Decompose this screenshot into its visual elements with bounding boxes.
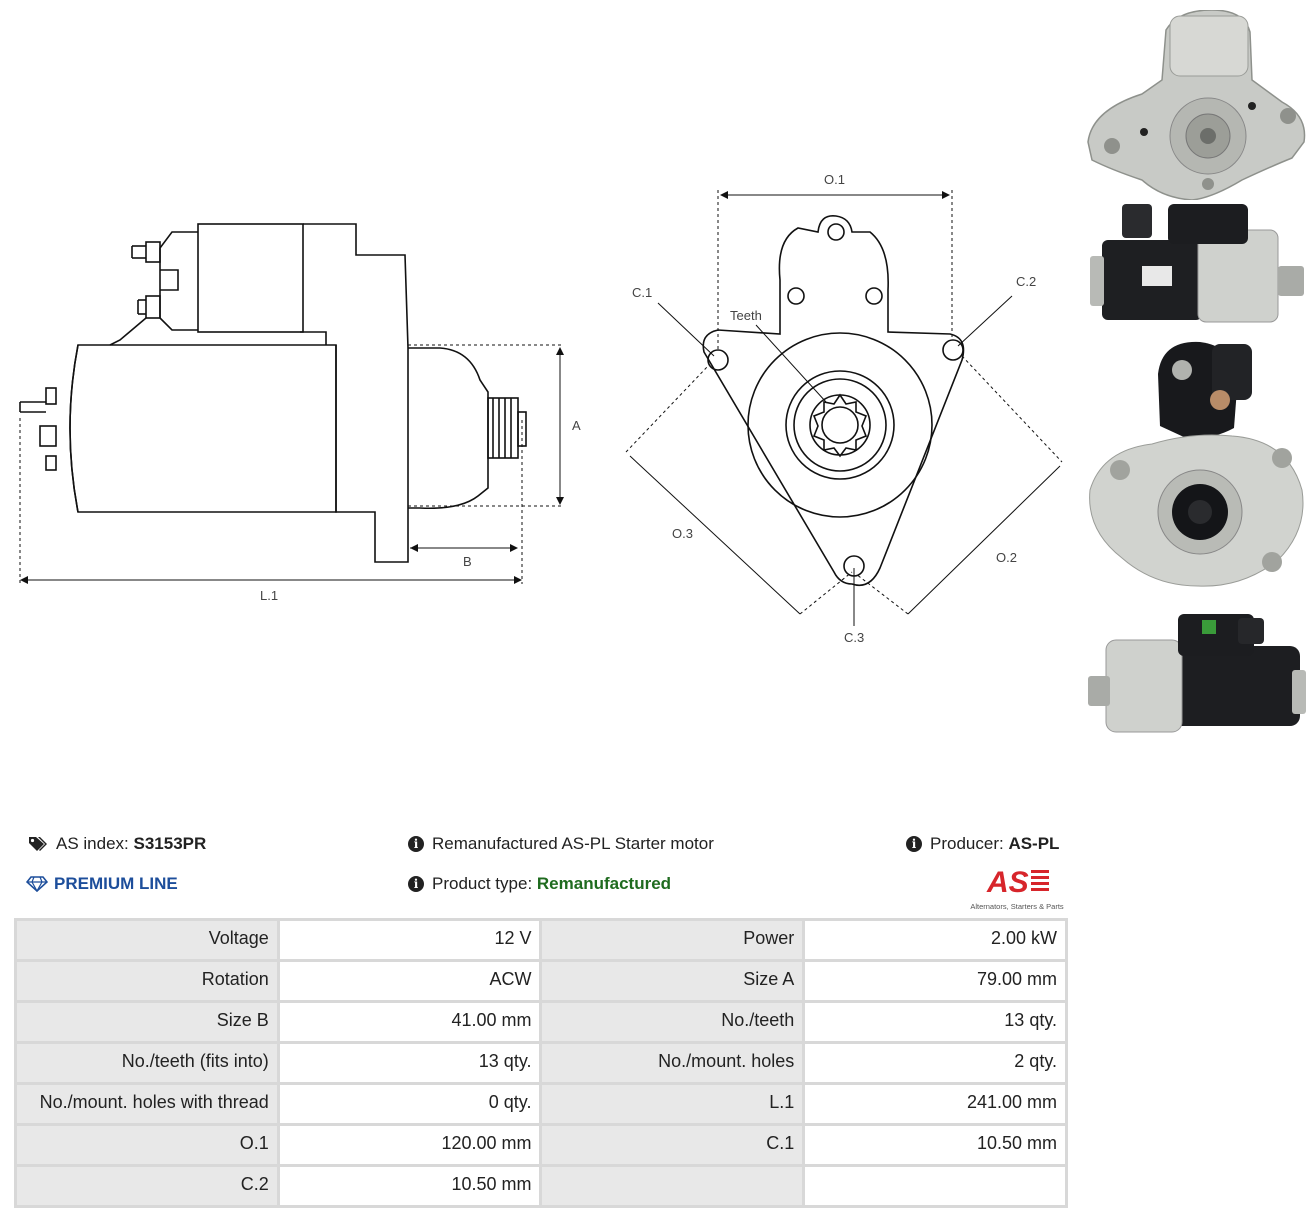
photo-rear-view[interactable] — [1082, 340, 1310, 588]
product-type-value: Remanufactured — [536, 874, 672, 893]
spec-key: No./teeth — [539, 1000, 806, 1044]
spec-value: 0 qty. — [276, 1082, 543, 1126]
spec-value: 13 qty. — [802, 1000, 1068, 1044]
spec-value: 10.50 mm — [276, 1164, 543, 1208]
as-index-row: AS index: S3153PR — [28, 834, 206, 854]
dim-label-o3: O.3 — [672, 526, 693, 541]
spec-value: 41.00 mm — [276, 1000, 543, 1044]
spec-key: No./mount. holes with thread — [14, 1082, 280, 1126]
producer-row: i Producer: AS-PL — [906, 834, 1059, 854]
spec-key: No./teeth (fits into) — [14, 1041, 280, 1085]
dim-label-a: A — [572, 418, 581, 433]
tags-icon — [28, 836, 48, 852]
info-icon: i — [408, 876, 424, 892]
spec-key: C.1 — [539, 1123, 806, 1167]
spec-value: 12 V — [276, 918, 543, 962]
as-index-label: AS index: — [56, 834, 129, 853]
premium-line-label: PREMIUM LINE — [54, 874, 178, 893]
spec-key: C.2 — [14, 1164, 280, 1208]
spec-key: Power — [539, 918, 806, 962]
spec-key: Voltage — [14, 918, 280, 962]
description-row: i Remanufactured AS-PL Starter motor — [408, 834, 714, 854]
logo-tagline: Alternators, Starters & Parts — [970, 902, 1064, 911]
dim-label-b: B — [463, 554, 472, 569]
photo-front-view[interactable] — [1082, 10, 1310, 200]
spec-value — [802, 1164, 1068, 1208]
dim-label-c3: C.3 — [844, 630, 864, 645]
producer-label: Producer: — [930, 834, 1004, 853]
dim-label-o1: O.1 — [824, 172, 845, 187]
spec-value: 79.00 mm — [802, 959, 1068, 1003]
spec-key: Rotation — [14, 959, 280, 1003]
description-text: Remanufactured AS-PL Starter motor — [432, 834, 714, 853]
spec-key — [539, 1164, 806, 1208]
as-logo-mark: AS — [986, 866, 1049, 899]
spec-value: 241.00 mm — [802, 1082, 1068, 1126]
producer-value: AS-PL — [1008, 834, 1060, 853]
info-icon: i — [906, 836, 922, 852]
spec-value: 2.00 kW — [802, 918, 1068, 962]
dim-label-c2: C.2 — [1016, 274, 1036, 289]
svg-text:AS: AS — [986, 866, 1029, 896]
spec-key: Size B — [14, 1000, 280, 1044]
as-pl-logo: AS Alternators, Starters & Parts — [966, 866, 1068, 911]
spec-key: L.1 — [539, 1082, 806, 1126]
photo-side-view-top[interactable] — [1082, 200, 1310, 326]
spec-row: No./teeth (fits into)13 qty.No./mount. h… — [14, 1041, 1068, 1085]
premium-line-row: PREMIUM LINE — [25, 874, 178, 894]
dim-label-teeth: Teeth — [730, 308, 762, 323]
spec-value: 120.00 mm — [276, 1123, 543, 1167]
spec-value: 13 qty. — [276, 1041, 543, 1085]
info-icon: i — [408, 836, 424, 852]
dim-label-c1: C.1 — [632, 285, 652, 300]
dim-label-o2: O.2 — [996, 550, 1017, 565]
photo-side-view-bottom[interactable] — [1082, 610, 1310, 736]
spec-key: No./mount. holes — [539, 1041, 806, 1085]
side-view-drawing — [19, 223, 527, 563]
technical-drawing: A B L.1 O.1 O.2 O.3 C.1 C.2 C.3 Teeth — [19, 172, 1063, 645]
front-view-drawing — [702, 215, 965, 587]
dim-label-l1: L.1 — [260, 588, 278, 603]
spec-key: O.1 — [14, 1123, 280, 1167]
product-type-row: i Product type: Remanufactured — [408, 874, 671, 894]
spec-value: 10.50 mm — [802, 1123, 1068, 1167]
diamond-icon — [25, 876, 49, 893]
product-type-label: Product type: — [432, 874, 533, 893]
as-index-value: S3153PR — [133, 834, 207, 853]
spec-value: 2 qty. — [802, 1041, 1068, 1085]
spec-value: ACW — [276, 959, 543, 1003]
spec-key: Size A — [539, 959, 806, 1003]
